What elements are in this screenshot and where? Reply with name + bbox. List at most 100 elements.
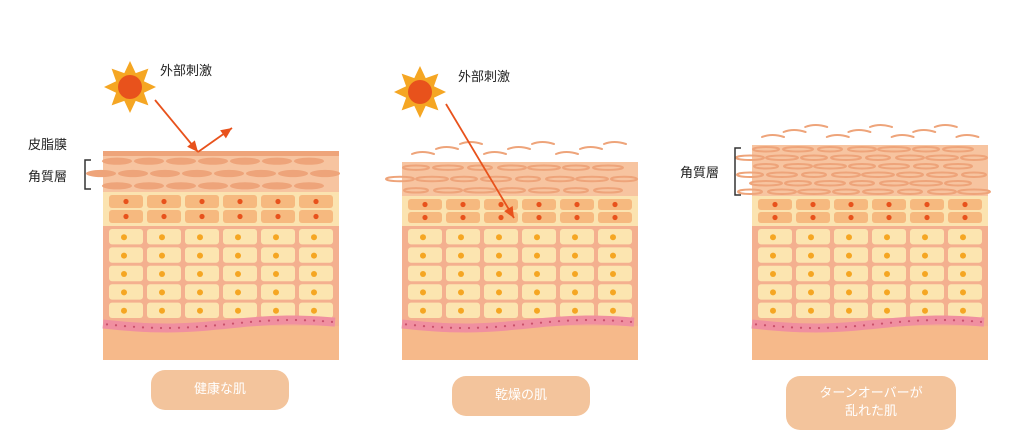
spinous-nucleus xyxy=(884,289,890,296)
spinous-nucleus xyxy=(235,307,241,314)
sun-core xyxy=(118,75,142,99)
spinous-nucleus xyxy=(960,307,966,314)
spinous-nucleus xyxy=(846,271,852,277)
corneum-cell xyxy=(515,175,541,183)
basal-cell-dot xyxy=(835,326,839,329)
spinous-nucleus xyxy=(808,271,814,277)
spinous-nucleus xyxy=(273,307,279,314)
basal-cell-dot xyxy=(790,326,794,329)
basal-cell-dot xyxy=(943,318,947,322)
basal-cell-dot xyxy=(539,321,543,324)
spinous-nucleus xyxy=(884,271,890,277)
spinous-nucleus xyxy=(534,234,540,241)
spinous-nucleus xyxy=(311,289,317,296)
sun-icon xyxy=(394,66,446,118)
corneum-cell xyxy=(432,164,464,171)
basal-cell-dot xyxy=(476,326,480,329)
corneum-cell xyxy=(385,175,415,183)
spinous-nucleus xyxy=(458,289,464,296)
corneum-bracket xyxy=(84,159,91,190)
corneum-cell xyxy=(832,188,860,195)
basal-cell-dot xyxy=(312,319,316,322)
healthy-caption-text: 健康な肌 xyxy=(193,382,246,397)
granular-nucleus xyxy=(275,198,281,205)
spinous-nucleus xyxy=(121,307,127,314)
spinous-nucleus xyxy=(159,289,165,296)
corneum-cell xyxy=(610,175,638,183)
basal-cell-dot xyxy=(276,319,280,322)
corneum-cell xyxy=(926,171,958,178)
corneum-cell xyxy=(895,154,925,161)
corneum-cell xyxy=(961,171,987,178)
spinous-nucleus xyxy=(197,271,203,277)
arrow-head xyxy=(220,128,232,139)
corneum-cell xyxy=(214,169,244,178)
basal-cell-dot xyxy=(449,326,453,329)
corneum-cell xyxy=(737,188,763,195)
spinous-nucleus xyxy=(884,252,890,259)
granular-nucleus xyxy=(886,214,892,221)
sebum-film-label: 皮脂膜 xyxy=(28,138,68,153)
basal-cell-dot xyxy=(132,325,136,328)
skin-flake xyxy=(459,141,483,145)
corneum-cell xyxy=(801,171,827,178)
basal-cell-dot xyxy=(521,323,525,326)
spinous-nucleus xyxy=(846,252,852,259)
basal-cell-dot xyxy=(772,324,776,328)
granular-nucleus xyxy=(460,214,466,221)
corneum-cell xyxy=(813,163,847,170)
basal-cell-dot xyxy=(952,319,956,322)
corneum-cell xyxy=(527,164,561,171)
basal-cell-dot xyxy=(204,325,208,328)
spinous-nucleus xyxy=(610,252,616,259)
corneum-cell xyxy=(563,187,589,194)
corneum-cell xyxy=(913,163,939,170)
basal-cell-dot xyxy=(494,325,498,328)
granular-nucleus xyxy=(772,201,778,208)
spinous-nucleus xyxy=(235,289,241,296)
spinous-nucleus xyxy=(420,289,426,296)
basal-cell-dot xyxy=(422,324,426,328)
granular-nucleus xyxy=(536,201,542,208)
corneum-cell xyxy=(784,180,812,187)
arrow-shaft xyxy=(154,99,199,153)
granular-nucleus xyxy=(810,201,816,208)
spinous-nucleus xyxy=(534,271,540,277)
corneum-cell xyxy=(102,157,132,165)
spinous-nucleus xyxy=(572,234,578,241)
basal-cell-dot xyxy=(889,321,893,324)
spinous-nucleus xyxy=(235,271,241,277)
granular-nucleus xyxy=(161,198,167,205)
corneum-cell xyxy=(166,182,196,190)
spinous-nucleus xyxy=(121,271,127,277)
basal-cell-dot xyxy=(593,318,597,322)
corneum-cell xyxy=(262,157,292,165)
corneum-cell xyxy=(592,164,624,171)
spinous-nucleus xyxy=(572,271,578,277)
corneum-cell xyxy=(830,154,862,161)
corneum-cell xyxy=(102,182,132,190)
stimulus-arrow xyxy=(154,99,199,153)
basal-cell-dot xyxy=(404,323,408,326)
turnover-skin-caption: ターンオーバーが 乱れた肌 xyxy=(786,376,956,430)
corneum-cell xyxy=(861,171,895,178)
granular-nucleus xyxy=(313,213,319,220)
basal-cell-dot xyxy=(150,326,154,329)
spinous-nucleus xyxy=(197,289,203,296)
corneum-cell xyxy=(467,164,493,171)
spinous-nucleus xyxy=(311,307,317,314)
skin-flake xyxy=(435,146,459,150)
spinous-nucleus xyxy=(846,307,852,314)
corneum-cell xyxy=(528,187,560,194)
corneum-bracket xyxy=(734,147,741,196)
spinous-nucleus xyxy=(458,234,464,241)
granular-nucleus xyxy=(536,214,542,221)
spinous-nucleus xyxy=(808,307,814,314)
basal-cell-dot xyxy=(781,325,785,328)
basal-cell-dot xyxy=(512,324,516,327)
spinous-nucleus xyxy=(610,271,616,277)
spinous-nucleus xyxy=(846,234,852,241)
corneum-layer xyxy=(402,162,638,196)
basal-cell-dot xyxy=(303,319,307,322)
basal-cell-dot xyxy=(566,319,570,322)
